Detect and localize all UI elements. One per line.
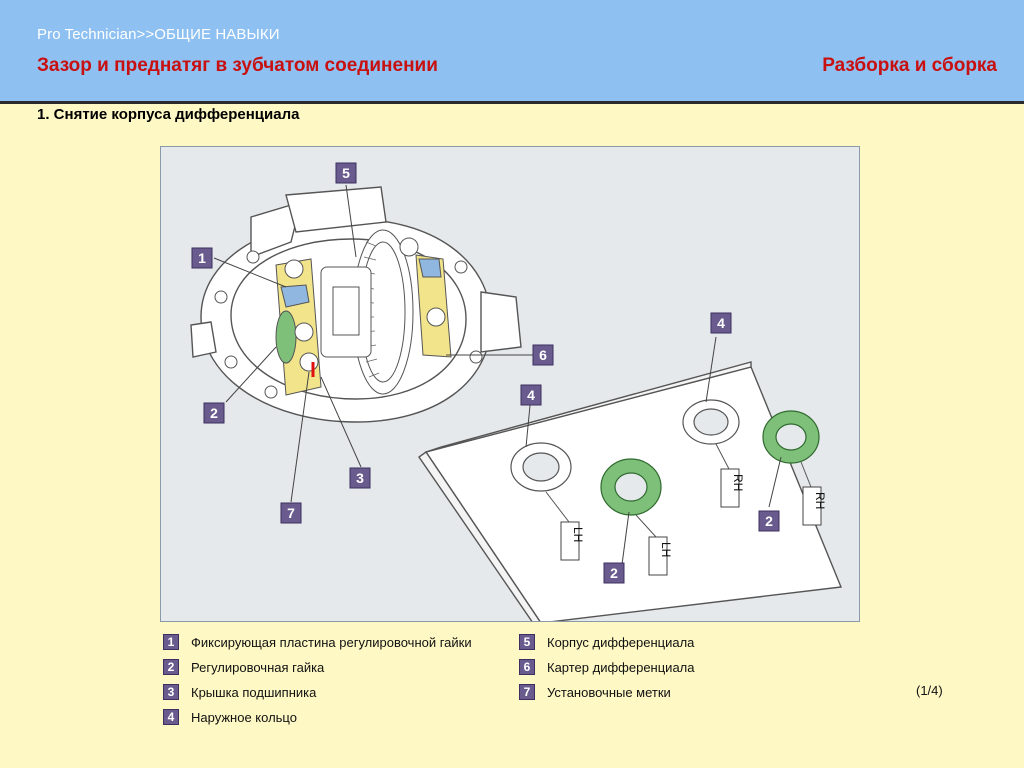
legend-text-3: Крышка подшипника [191, 684, 317, 700]
callout-3-text: 3 [356, 470, 364, 486]
legend-item-7: 7 Установочные метки [519, 684, 671, 700]
callout-2a [203, 402, 225, 424]
legend-text-6: Картер дифференциала [547, 659, 695, 675]
legend-number-6: 6 [519, 659, 535, 675]
tag-text-rh-1: RH [731, 474, 745, 491]
tag-lh-1 [560, 521, 580, 561]
legend-item-5: 5 Корпус дифференциала [519, 634, 694, 650]
callout-2b [603, 562, 625, 584]
callout-5 [335, 162, 357, 184]
differential-illustration: LH LH RH RH 5 1 6 4 [190, 162, 842, 621]
callout-4b [710, 312, 732, 334]
legend-number-4: 4 [163, 709, 179, 725]
legend-item-3: 3 Крышка подшипника [163, 684, 316, 700]
callout-7-text: 7 [287, 505, 295, 521]
callout-2a-text: 2 [210, 405, 218, 421]
tag-rh-1 [720, 468, 740, 508]
tag-rh-2 [802, 486, 822, 526]
callout-4b-text: 4 [717, 315, 725, 331]
tag-lh-2 [648, 536, 668, 576]
legend-text-5: Корпус дифференциала [547, 634, 695, 650]
callout-4a [520, 384, 542, 406]
callout-6-text: 6 [539, 347, 547, 363]
callout-2c [758, 510, 780, 532]
callout-4a-text: 4 [527, 387, 535, 403]
legend-item-2: 2 Регулировочная гайка [163, 659, 324, 675]
tag-text-lh-2: LH [659, 542, 673, 557]
legend-item-6: 6 Картер дифференциала [519, 659, 695, 675]
legend-text-7: Установочные метки [547, 684, 671, 700]
section-title: Разборка и сборка [822, 55, 997, 76]
legend-text-2: Регулировочная гайка [191, 659, 325, 675]
page-indicator: (1/4) [916, 683, 943, 698]
callout-7 [280, 502, 302, 524]
callout-2b-text: 2 [610, 565, 618, 581]
legend-item-4: 4 Наружное кольцо [163, 709, 297, 725]
callout-1 [191, 247, 213, 269]
tag-text-rh-2: RH [813, 492, 827, 509]
callout-2c-text: 2 [765, 513, 773, 529]
header-bar: Pro Technician>>ОБЩИЕ НАВЫКИ Зазор и пре… [0, 0, 1024, 104]
legend-number-2: 2 [163, 659, 179, 675]
legend-number-3: 3 [163, 684, 179, 700]
legend-number-7: 7 [519, 684, 535, 700]
legend-number-1: 1 [163, 634, 179, 650]
callout-3 [349, 467, 371, 489]
callout-5-text: 5 [342, 165, 350, 181]
legend-text-1: Фиксирующая пластина регулировочной гайк… [191, 634, 472, 650]
breadcrumb[interactable]: Pro Technician>>ОБЩИЕ НАВЫКИ [37, 26, 280, 43]
step-title: 1. Снятие корпуса дифференциала [37, 106, 300, 123]
legend-item-1: 1 Фиксирующая пластина регулировочной га… [163, 634, 472, 650]
legend-text-4: Наружное кольцо [191, 709, 297, 725]
callout-6 [532, 344, 554, 366]
tag-text-lh-1: LH [571, 527, 585, 542]
page-title: Зазор и преднатяг в зубчатом соединении [37, 55, 438, 76]
callout-1-text: 1 [198, 250, 206, 266]
legend-number-5: 5 [519, 634, 535, 650]
diagram-figure: LH LH RH RH 5 1 6 4 [160, 146, 860, 622]
